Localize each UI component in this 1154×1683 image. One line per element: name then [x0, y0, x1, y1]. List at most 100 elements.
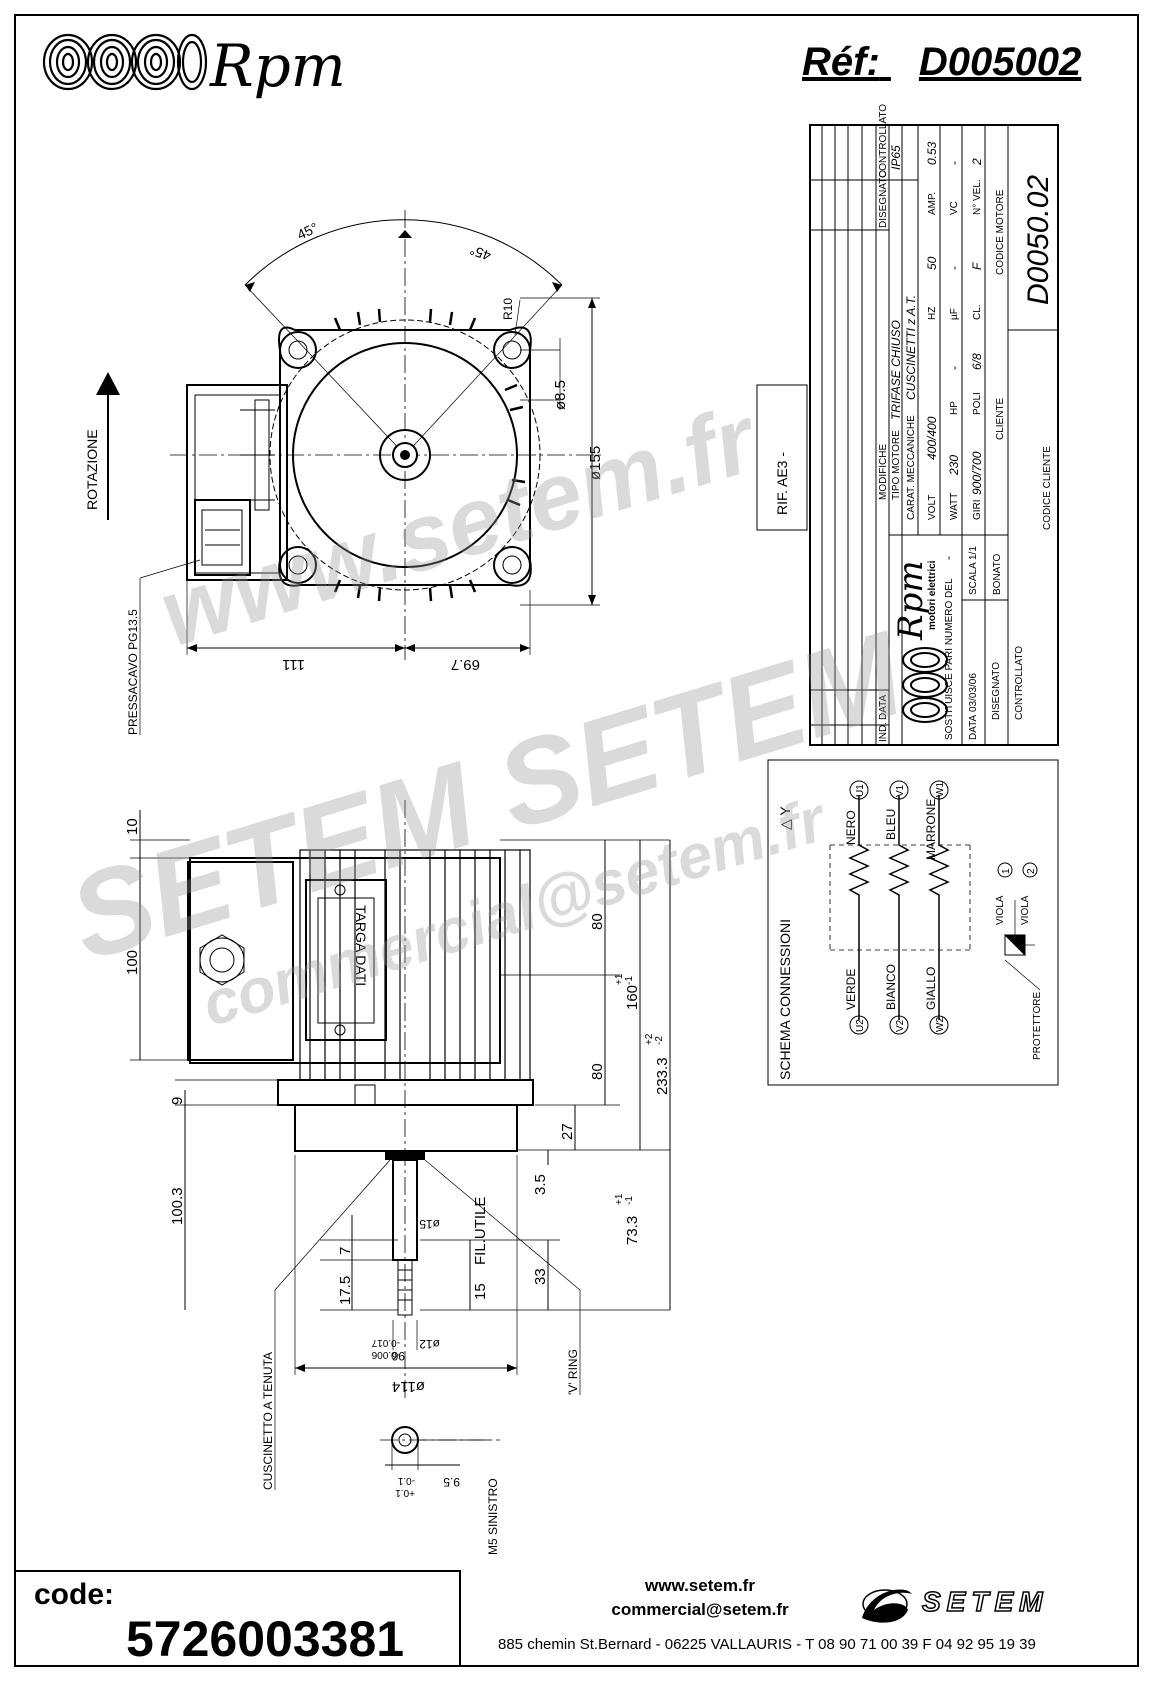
watt-label: WATT: [949, 493, 960, 520]
mod-controllato: CONTROLLATO: [878, 104, 889, 178]
dim-233: 233.3: [654, 1057, 671, 1095]
reference: Réf: D005002: [802, 40, 1081, 85]
schema-title: SCHEMA CONNESSIONI: [777, 919, 793, 1080]
company-subtitle: motori elettrici: [927, 560, 938, 630]
uf-value: -: [947, 266, 961, 270]
amp-value: 0.53: [925, 141, 939, 165]
side-view: TARGA DATI 80 80 160 +1 -1 233.3 +2 -2 2…: [124, 800, 671, 1555]
volt-value: 400/400: [925, 416, 939, 460]
dim-73: 73.3: [624, 1216, 641, 1245]
terminal-v2: V2: [895, 1019, 906, 1032]
dim-73-tol-minus: -1: [624, 1196, 635, 1205]
terminal-w1: W1: [935, 782, 946, 797]
dim-160: 160: [624, 985, 641, 1010]
dim-73-tol-plus: +1: [614, 1193, 625, 1205]
hz-value: 50: [925, 256, 939, 270]
setem-logo: SETEM: [850, 1580, 1110, 1630]
fil-utile-label: FIL.UTILE: [472, 1197, 489, 1265]
dim-3-5: 3.5: [532, 1174, 549, 1195]
poli-label: POLI: [972, 392, 983, 415]
website-link[interactable]: www.setem.fr: [645, 1576, 755, 1595]
nameplate-label: TARGA DATI: [353, 905, 369, 986]
email-link[interactable]: commercial@setem.fr: [611, 1600, 789, 1619]
prot-2: 2: [1026, 868, 1037, 874]
angle-left-label: 45°: [295, 219, 321, 242]
terminal-v1: V1: [895, 784, 906, 797]
codice-cliente-label: CODICE CLIENTE: [1042, 446, 1053, 530]
rpm-coil-logo: [42, 33, 208, 91]
dim-10: 10: [124, 818, 141, 835]
dim-9: 9: [169, 1097, 186, 1105]
dim-80-bottom: 80: [589, 1063, 606, 1080]
title-block: MODIFICHE IND. DATA DISEGNATO CONTROLLAT…: [809, 104, 1059, 746]
vc-label: VC: [949, 201, 960, 215]
dim-233-tol-plus: +2: [644, 1033, 655, 1045]
terminal-w2: W2: [935, 1017, 946, 1032]
disegnato-value: BONATO: [992, 553, 1003, 595]
nvel-value: 2: [970, 158, 984, 166]
code-label: code:: [34, 1578, 115, 1611]
ip-rating: IP65: [889, 145, 903, 170]
dim-160-tol-plus: +1: [614, 973, 625, 985]
connection-schema: SCHEMA CONNESSIONI △ Y U1 V1 W1 U2 V2 W2: [767, 759, 1059, 1086]
key-tol-plus: +0.1: [395, 1487, 415, 1498]
setem-logo-text: SETEM: [921, 1585, 1049, 1618]
dim-111: 111: [282, 656, 305, 673]
viola-1: VIOLA: [995, 895, 1006, 925]
shaft-tol-label: 96: [391, 1349, 405, 1363]
terminal-u2: U2: [855, 1019, 866, 1032]
hp-label: HP: [949, 401, 960, 415]
dim-7: 7: [337, 1247, 354, 1255]
giri-label: GIRI: [972, 499, 983, 520]
data-value: 03/03/06: [968, 673, 979, 712]
data-label: DATA: [968, 714, 979, 740]
key-tol-minus: -0.1: [397, 1475, 415, 1486]
rotation-label: ROTAZIONE: [84, 429, 100, 510]
tipo-motore: TRIFASE CHIUSO: [889, 320, 903, 420]
ref-label: Réf:: [802, 40, 880, 84]
hz-label: HZ: [927, 307, 938, 320]
company-logo-name: Rpm: [891, 560, 931, 641]
carat-value: CUSCINETTI z A.T.: [904, 295, 918, 400]
brand-name: Rpm: [210, 32, 346, 100]
rif-box: RIF. AE3 -: [756, 384, 808, 531]
hole-diameter-label: ø8.5: [552, 380, 569, 410]
color-bleu: BLEU: [884, 809, 898, 840]
angle-right-label: 45°: [468, 242, 493, 264]
cl-value: F: [970, 262, 984, 270]
prot-1: 1: [1001, 868, 1012, 874]
uf-label: µF: [949, 308, 960, 320]
dim-100-3: 100.3: [169, 1187, 186, 1225]
tipo-motore-label: TIPO MOTORE: [891, 430, 902, 500]
scala-value: 1/1: [968, 546, 979, 560]
vc-value: -: [947, 161, 961, 165]
giri-value: 900/700: [970, 451, 984, 495]
r10-label: R10: [501, 298, 515, 320]
cable-gland-label: PRESSACAVO PG13.5: [126, 609, 140, 735]
m5-label: M5 SINISTRO: [486, 1478, 500, 1555]
carat-label: CARAT. MECCANICHE: [906, 415, 917, 520]
viola-2: VIOLA: [1020, 895, 1031, 925]
address: 885 chemin St.Bernard - 06225 VALLAURIS …: [498, 1636, 1036, 1653]
mod-disegnato: DISEGNATO: [878, 170, 889, 228]
color-marrone: MARRONE: [924, 799, 938, 860]
code-value: 5726003381: [126, 1611, 405, 1667]
controllato-label: CONTROLLATO: [1014, 646, 1025, 720]
dim-233-tol-minus: -2: [654, 1036, 665, 1045]
dim-160-tol-minus: -1: [624, 976, 635, 985]
dim-100: 100: [124, 950, 141, 975]
seal-label: CUSCINETTO A TENUTA: [261, 1352, 275, 1490]
nvel-label: N° VEL.: [972, 179, 983, 215]
color-verde: VERDE: [844, 969, 858, 1010]
volt-label: VOLT: [927, 495, 938, 520]
key-dim: 9.5: [443, 1475, 460, 1489]
shaft-dia-label: ø15: [419, 1217, 440, 1231]
color-bianco: BIANCO: [884, 964, 898, 1010]
codice-motore-label: CODICE MOTORE: [995, 189, 1006, 275]
dim-33: 33: [532, 1268, 549, 1285]
color-nero: NERO: [844, 810, 858, 845]
dim-27: 27: [559, 1123, 576, 1140]
shaft-tol-b: -0.017: [371, 1337, 400, 1348]
vring-label: 'V' RING: [566, 1349, 580, 1395]
hp-value: -: [947, 366, 961, 370]
